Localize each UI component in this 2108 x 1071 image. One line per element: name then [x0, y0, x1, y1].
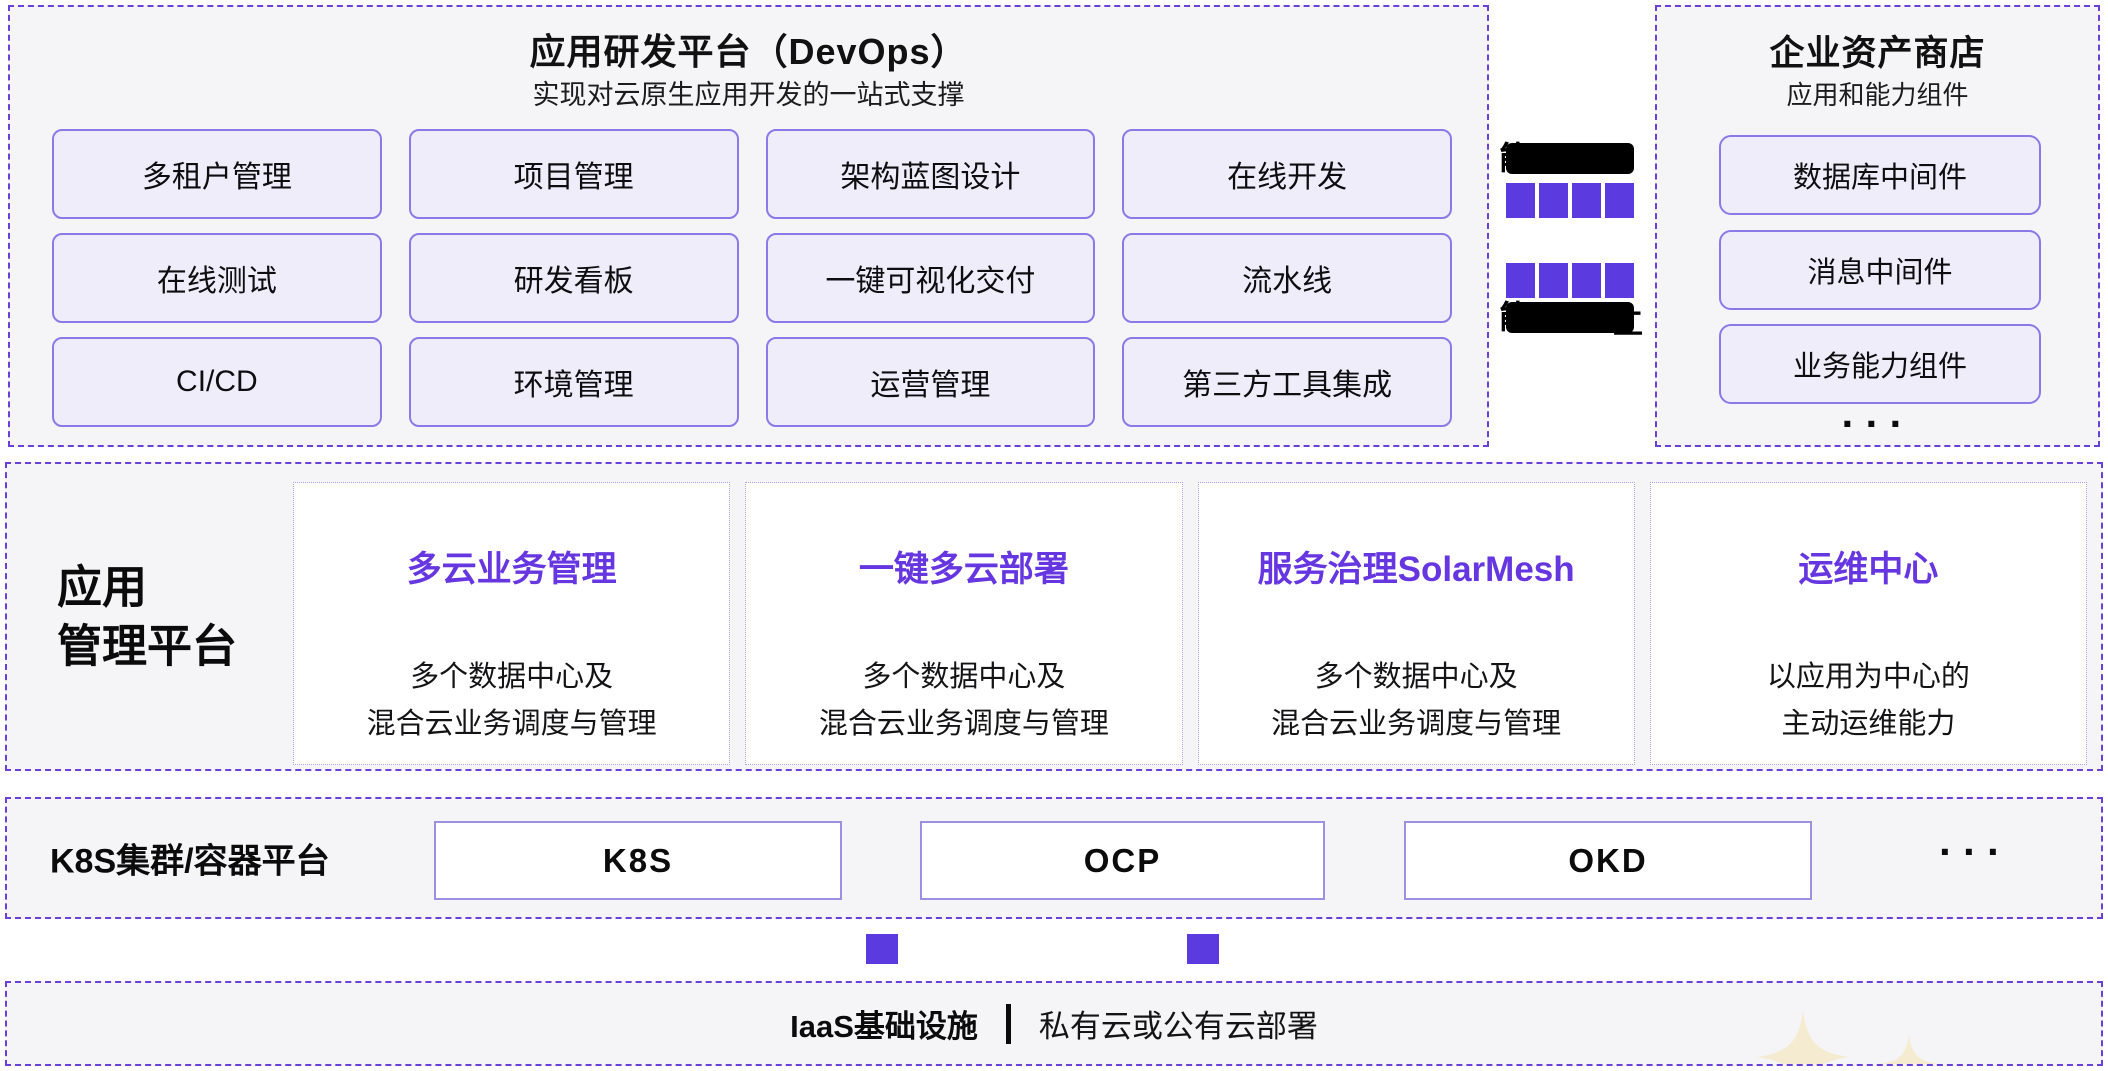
- card-desc-line2: 混合云业务调度与管理: [1271, 707, 1562, 740]
- capability-bar-bottom-glyph: 能: [1499, 299, 1532, 335]
- devops-panel-subtitle: 实现对云原生应用开发的一站式支撑: [532, 80, 965, 110]
- connector-square-right: [1187, 934, 1219, 964]
- card-desc-line2: 混合云业务调度与管理: [818, 707, 1109, 740]
- card-title: 运维中心: [1798, 550, 1939, 589]
- iaas-subtitle: 私有云或公有云部署: [1038, 1009, 1318, 1044]
- bridge-square: [1572, 183, 1601, 218]
- devops-item-3rd-party-tools: 第三方工具集成: [1122, 337, 1452, 427]
- card-desc-line2: 主动运维能力: [1781, 707, 1956, 740]
- asset-store-ellipsis: ···: [1841, 400, 1914, 447]
- iaas-divider: [1005, 1003, 1011, 1044]
- app-mgmt-label-line2: 管理平台: [57, 620, 238, 672]
- asset-store-title: 企业资产商店: [1769, 34, 1986, 73]
- devops-capability-grid: 多租户管理 项目管理 架构蓝图设计 在线开发 在线测试 研发看板 一键可视化交付…: [52, 129, 1452, 427]
- asset-item-business-capability: 业务能力组件: [1719, 324, 2041, 404]
- devops-item-ops-mgmt: 运营管理: [765, 337, 1096, 427]
- app-mgmt-card-row: 多云业务管理 多个数据中心及 混合云业务调度与管理 一键多云部署 多个数据中心及…: [293, 482, 2087, 765]
- iaas-title: IaaS基础设施: [790, 1009, 978, 1044]
- asset-store-subtitle: 应用和能力组件: [1786, 80, 1969, 110]
- devops-item-env-mgmt: 环境管理: [408, 337, 739, 427]
- card-title: 一键多云部署: [858, 550, 1069, 589]
- capability-bar-bottom-fragment: 工: [1613, 308, 1643, 341]
- bridge-square: [1605, 263, 1634, 298]
- app-mgmt-band: 应用 管理平台 多云业务管理 多个数据中心及 混合云业务调度与管理 一键多云部署…: [5, 462, 2103, 771]
- iaas-band: IaaS基础设施 私有云或公有云部署: [5, 981, 2103, 1066]
- bridge-squares-row-top: [1506, 183, 1634, 218]
- card-desc-line1: 多个数据中心及: [862, 661, 1066, 693]
- card-desc: 多个数据中心及 混合云业务调度与管理: [367, 654, 657, 748]
- card-desc-line1: 多个数据中心及: [410, 661, 614, 693]
- platform-card-multicloud-business: 多云业务管理 多个数据中心及 混合云业务调度与管理: [293, 482, 731, 765]
- devops-item-online-dev: 在线开发: [1122, 129, 1452, 219]
- devops-item-one-click-delivery: 一键可视化交付: [765, 233, 1096, 323]
- container-item-ocp: OCP: [920, 821, 1325, 900]
- container-item-okd: OKD: [1404, 821, 1812, 900]
- card-desc: 多个数据中心及 混合云业务调度与管理: [1271, 654, 1561, 748]
- bridge-square: [1506, 183, 1535, 218]
- container-item-k8s: K8S: [434, 821, 842, 900]
- devops-item-pipeline: 流水线: [1122, 233, 1452, 323]
- container-band-ellipsis: ···: [1939, 828, 2011, 875]
- container-band: K8S集群/容器平台 K8S OCP OKD ···: [5, 797, 2103, 919]
- capability-bar-bottom: 能 工: [1499, 300, 1643, 340]
- connector-square-left: [866, 934, 898, 964]
- capability-bar-top: 能: [1499, 141, 1634, 175]
- devops-item-online-test: 在线测试: [52, 233, 382, 323]
- devops-item-multi-tenant: 多租户管理: [52, 129, 382, 219]
- devops-item-blueprint-design: 架构蓝图设计: [765, 129, 1096, 219]
- bridge-square: [1539, 263, 1568, 298]
- iaas-content: IaaS基础设施 私有云或公有云部署: [7, 983, 2101, 1064]
- devops-item-rd-kanban: 研发看板: [408, 233, 739, 323]
- sparkle-icon: [1757, 1011, 1849, 1064]
- card-title: 服务治理SolarMesh: [1257, 550, 1575, 589]
- card-desc: 以应用为中心的 主动运维能力: [1767, 654, 1970, 748]
- devops-panel: 应用研发平台（DevOps） 实现对云原生应用开发的一站式支撑 多租户管理 项目…: [8, 5, 1489, 447]
- platform-card-one-click-deploy: 一键多云部署 多个数据中心及 混合云业务调度与管理: [745, 482, 1183, 765]
- bridge-square: [1605, 183, 1634, 218]
- card-title: 多云业务管理: [406, 550, 617, 589]
- card-desc-line1: 以应用为中心的: [1766, 661, 1970, 693]
- app-mgmt-label: 应用 管理平台: [57, 557, 237, 676]
- asset-item-database-middleware: 数据库中间件: [1719, 135, 2041, 215]
- devops-item-project-mgmt: 项目管理: [408, 129, 739, 219]
- capability-bar-top-glyph: 能: [1499, 140, 1532, 176]
- asset-store-panel: 企业资产商店 应用和能力组件 数据库中间件 消息中间件 业务能力组件 ···: [1655, 5, 2100, 447]
- card-desc: 多个数据中心及 混合云业务调度与管理: [819, 654, 1109, 748]
- card-desc-line2: 混合云业务调度与管理: [366, 707, 657, 740]
- bridge-square: [1572, 263, 1601, 298]
- app-mgmt-label-line1: 应用: [57, 561, 148, 613]
- asset-item-message-middleware: 消息中间件: [1719, 230, 2041, 310]
- container-band-label: K8S集群/容器平台: [50, 842, 330, 881]
- devops-panel-title: 应用研发平台（DevOps）: [529, 31, 968, 72]
- platform-card-ops-center: 运维中心 以应用为中心的 主动运维能力: [1649, 482, 2087, 765]
- card-desc-line1: 多个数据中心及: [1314, 661, 1518, 693]
- bridge-squares-row-bottom: [1506, 263, 1634, 298]
- bridge-square: [1506, 263, 1535, 298]
- platform-card-solarmesh: 服务治理SolarMesh 多个数据中心及 混合云业务调度与管理: [1197, 482, 1635, 765]
- sparkle-icon: [1880, 1035, 1938, 1064]
- bridge-square: [1539, 183, 1568, 218]
- devops-item-cicd: CI/CD: [52, 337, 382, 427]
